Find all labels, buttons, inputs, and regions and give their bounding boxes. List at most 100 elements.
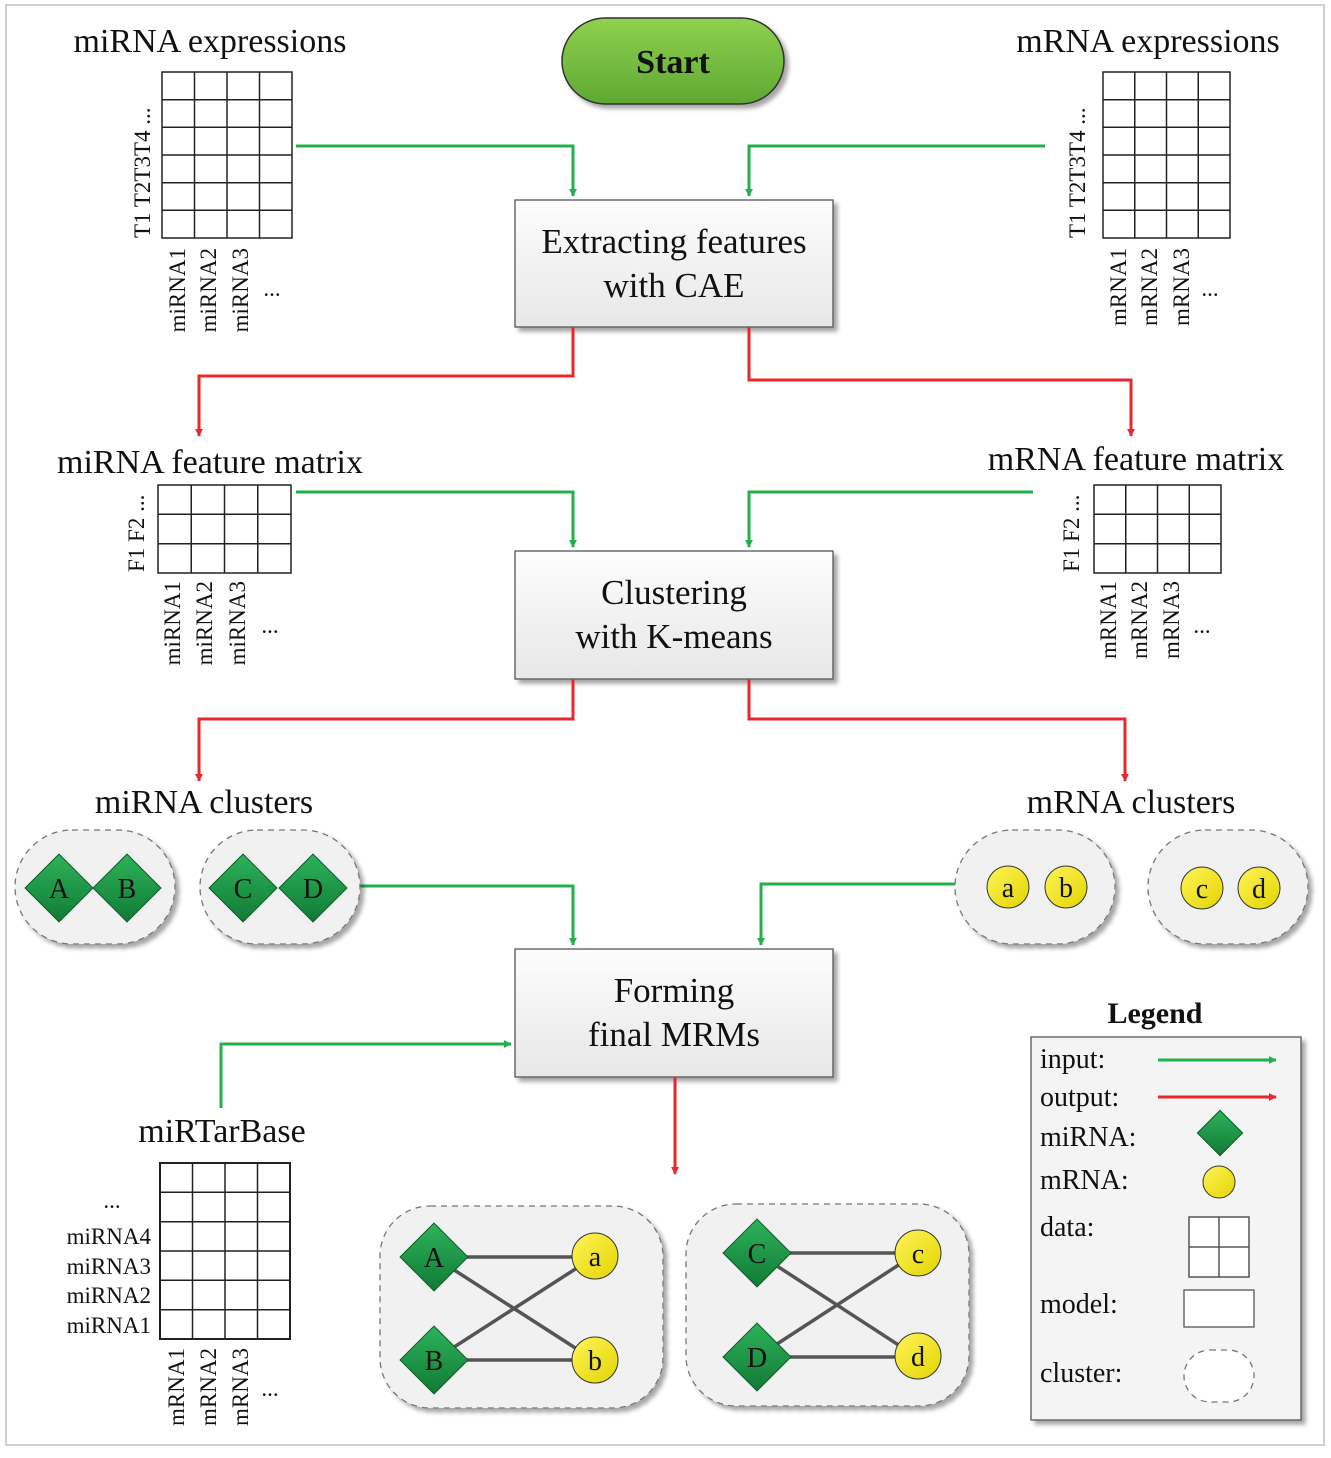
arrow-mirna-clusters-to-mrm — [358, 884, 577, 946]
mrna-feat-col-2: mRNA2 — [1127, 581, 1152, 659]
mirtarbase-col-3: mRNA3 — [228, 1348, 253, 1426]
mirtarbase-title: miRTarBase — [138, 1113, 305, 1150]
mirna-node — [278, 853, 348, 923]
mrna-expr-matrix: mRNA expressions T1 T2T3T4 ... mRNA1 mRN… — [1016, 23, 1280, 326]
mrm-module-1: A B a b — [379, 1205, 664, 1409]
arrow-mrna-clusters-to-mrm — [757, 882, 955, 946]
mrna-expr-col-4: ... — [1201, 276, 1218, 301]
mirtarbase-row-2: miRNA4 — [67, 1224, 152, 1249]
mirna-feat-row-label: F1 F2 ... — [124, 495, 149, 572]
mirtarbase-row-4: miRNA2 — [67, 1283, 151, 1308]
mirtarbase-row-3: miRNA3 — [67, 1254, 151, 1279]
mrna-node-label: c — [1196, 874, 1208, 905]
start-node: Start — [561, 17, 785, 105]
mrna-node-label: a — [589, 1242, 602, 1273]
mrna-expr-col-3: mRNA3 — [1169, 248, 1194, 326]
mirtarbase-row-5: miRNA1 — [67, 1313, 151, 1338]
arrow-mrna-feat-to-kmeans — [745, 490, 1033, 548]
mirna-expr-col-3: miRNA3 — [228, 248, 253, 332]
arrow-kmeans-to-mirna-clusters — [195, 679, 575, 782]
mrna-expr-row-label: T1 T2T3T4 ... — [1065, 107, 1090, 238]
mirna-feat-grid — [157, 484, 292, 574]
legend-data-grid — [1188, 1216, 1250, 1278]
legend-cluster-label: cluster: — [1040, 1358, 1122, 1389]
mrna-expr-col-1: mRNA1 — [1106, 248, 1131, 326]
mrm-line1: Forming — [614, 971, 735, 1010]
arrow-cae-to-mrna-feat — [747, 327, 1135, 437]
mirna-expr-col-4: ... — [263, 276, 280, 301]
mrna-cluster-1: a b — [954, 829, 1116, 945]
mrna-expr-col-2: mRNA2 — [1137, 248, 1162, 326]
mrna-feat-col-4: ... — [1193, 613, 1210, 638]
mirna-feat-col-1: miRNA1 — [160, 581, 185, 665]
mrm-edge — [433, 1255, 595, 1362]
mrna-feat-row-label: F1 F2 ... — [1059, 495, 1084, 572]
legend-data-label: data: — [1040, 1212, 1094, 1243]
mirna-clusters-title: miRNA clusters — [95, 784, 313, 821]
legend-box — [1030, 1036, 1302, 1421]
legend-mirna-diamond — [1196, 1109, 1244, 1157]
mirna-expr-grid — [161, 71, 293, 239]
cae-model-box: Extracting features with CAE — [514, 199, 834, 328]
mirna-cluster-2: C D — [199, 829, 361, 945]
mrna-node-label: b — [588, 1346, 602, 1377]
mrna-node — [894, 1229, 942, 1277]
cae-line2: with CAE — [604, 266, 745, 305]
mirna-node-label: C — [748, 1239, 767, 1270]
mirtarbase-matrix: miRTarBase ... miRNA4 miRNA3 miRNA2 miRN… — [67, 1113, 306, 1426]
mrna-node — [571, 1336, 619, 1384]
mirna-node-label: B — [425, 1346, 444, 1377]
mirtarbase-col-1: mRNA1 — [164, 1348, 189, 1426]
legend-title: Legend — [1107, 997, 1202, 1030]
mrna-feat-matrix: mRNA feature matrix F1 F2 ... mRNA1 mRNA… — [988, 441, 1284, 659]
mrna-node — [571, 1232, 619, 1280]
kmeans-line1: Clustering — [601, 573, 747, 612]
mrm-model-box: Forming final MRMs — [514, 948, 834, 1078]
legend-model-label: model: — [1040, 1289, 1118, 1320]
mirna-node — [24, 853, 94, 923]
mrna-expr-grid — [1102, 71, 1231, 239]
legend-model-box — [1183, 1289, 1255, 1328]
mirtarbase-col-2: mRNA2 — [196, 1348, 221, 1426]
mirna-node-label: B — [118, 874, 137, 905]
mirna-node-label: C — [234, 874, 253, 905]
arrow-mirna-expr-to-cae — [296, 144, 577, 197]
mrna-node-label: b — [1059, 873, 1073, 904]
input-arrows — [219, 144, 1045, 1108]
mirna-node — [722, 1218, 792, 1288]
mirna-expr-col-1: miRNA1 — [165, 248, 190, 332]
mirna-node-label: A — [424, 1243, 445, 1274]
legend-mirna-label: miRNA: — [1040, 1122, 1136, 1153]
start-label: Start — [636, 44, 710, 81]
mirna-node — [92, 853, 162, 923]
mirna-feat-col-3: miRNA3 — [225, 581, 250, 665]
legend-mrna-circle — [1202, 1165, 1236, 1199]
mirna-node — [399, 1325, 469, 1395]
cae-line1: Extracting features — [541, 222, 806, 261]
mrna-node-label: d — [1252, 874, 1266, 905]
mrna-node-label: d — [911, 1342, 925, 1373]
mirna-cluster-1: A B — [14, 829, 176, 945]
mrna-node — [1044, 865, 1088, 909]
mrna-feat-title: mRNA feature matrix — [988, 441, 1284, 478]
mirna-expr-row-label: T1 T2T3T4 ... — [130, 107, 155, 238]
output-arrows — [195, 327, 1135, 1175]
mrna-clusters-title: mRNA clusters — [1027, 784, 1236, 821]
mirtarbase-grid — [159, 1162, 291, 1340]
mrna-node — [1180, 866, 1224, 910]
mirna-feat-matrix: miRNA feature matrix F1 F2 ... miRNA1 mi… — [57, 444, 363, 665]
mrna-feat-col-3: mRNA3 — [1159, 581, 1184, 659]
mirna-node-label: D — [303, 874, 323, 905]
mrna-feat-col-1: mRNA1 — [1096, 581, 1121, 659]
mirna-feat-col-2: miRNA2 — [192, 581, 217, 665]
mrna-node-label: c — [912, 1239, 924, 1270]
arrow-mirna-feat-to-kmeans — [296, 490, 577, 548]
arrow-kmeans-to-mrna-clusters — [747, 679, 1129, 782]
mrna-feat-grid — [1093, 484, 1222, 574]
legend-cluster-shape — [1183, 1349, 1255, 1403]
arrow-cae-to-mirna-feat — [195, 327, 575, 437]
mirna-feat-title: miRNA feature matrix — [57, 444, 363, 481]
mirna-node — [208, 853, 278, 923]
mrna-node — [1237, 866, 1281, 910]
